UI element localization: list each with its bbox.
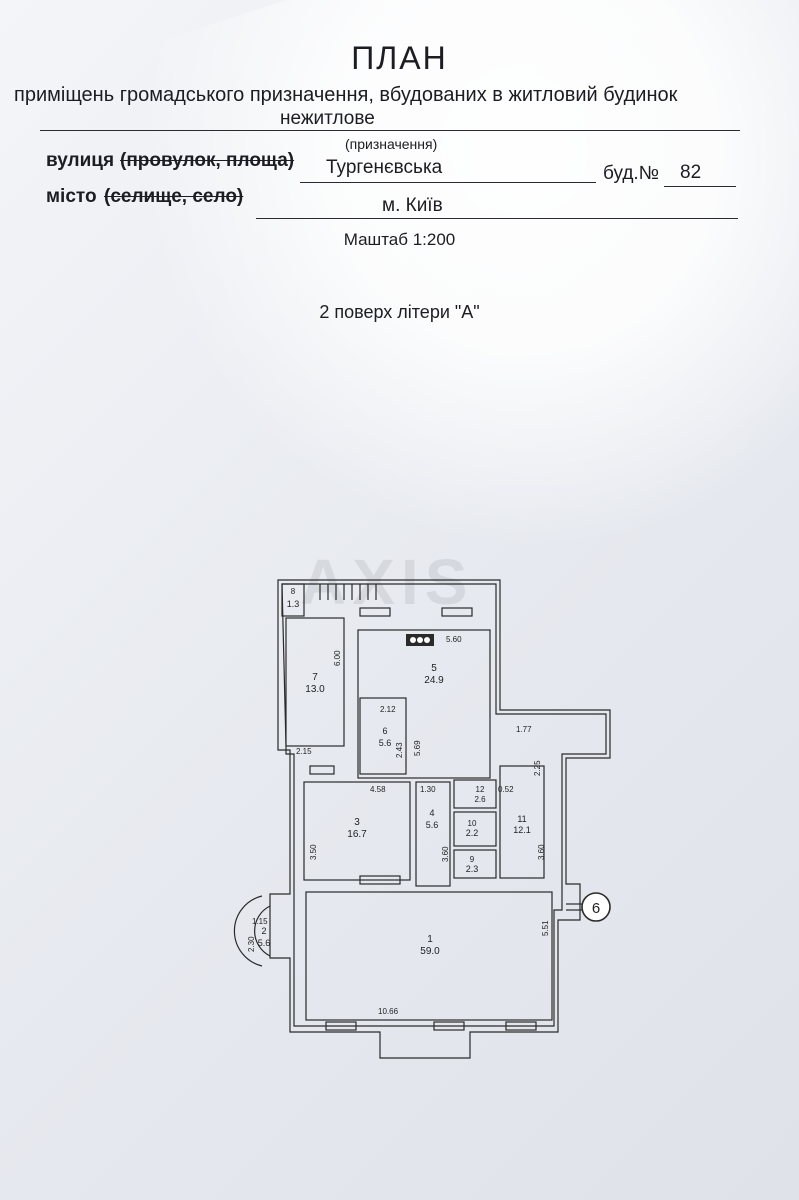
street-label: вулиця xyxy=(46,150,115,171)
room-3-number: 3 xyxy=(354,817,360,828)
plan-walls xyxy=(233,579,611,1059)
floor-plan: 6 1 59.0 2 5.6 3 16.7 4 5.6 5 24.9 6 5.6… xyxy=(233,579,611,1059)
dimension-label: 2.43 xyxy=(395,742,404,758)
dimension-label: 3.50 xyxy=(309,844,318,860)
room-1-area: 59.0 xyxy=(420,946,440,957)
dimension-label: 5.51 xyxy=(541,920,550,936)
dimension-label: 5.60 xyxy=(446,635,462,644)
room-10-area: 2.2 xyxy=(466,828,479,838)
purpose-value: нежитлове xyxy=(280,108,375,129)
dimension-label: 2.15 xyxy=(296,747,312,756)
room-7-number: 7 xyxy=(312,672,318,683)
street-underline xyxy=(300,182,596,183)
room-5-area: 24.9 xyxy=(424,675,444,686)
purpose-hint: (призначення) xyxy=(345,136,438,152)
room-1-number: 1 xyxy=(427,934,433,945)
building-underline xyxy=(664,186,736,187)
room-4-area: 5.6 xyxy=(426,820,439,830)
building-label: буд.№ xyxy=(603,163,660,184)
scale-text: Маштаб 1:200 xyxy=(343,230,456,249)
room-11-number: 11 xyxy=(517,814,526,824)
city-label: місто xyxy=(46,186,97,207)
city-strike-text: (селище, село) xyxy=(104,186,244,207)
stove-icon xyxy=(406,634,434,646)
dimension-label: 3.60 xyxy=(441,846,450,862)
room-8-number: 8 xyxy=(291,587,296,596)
room-9-number: 9 xyxy=(470,855,475,864)
watermark-logo: AXIS xyxy=(300,546,474,618)
floor-label: 2 поверх літери "А" xyxy=(319,302,480,322)
room-12-number: 12 xyxy=(476,785,485,794)
dimension-label: 1.15 xyxy=(252,917,268,926)
room-9-area: 2.3 xyxy=(466,864,479,874)
room-12-area: 2.6 xyxy=(474,795,486,804)
room-2-area: 5.6 xyxy=(258,938,271,948)
purpose-underline xyxy=(40,130,740,131)
dimension-label: 5.69 xyxy=(413,740,422,756)
dimension-label: 1.30 xyxy=(420,785,436,794)
dimension-label: 2.12 xyxy=(380,705,396,714)
dimension-label: 2.30 xyxy=(247,936,256,952)
room-11-area: 12.1 xyxy=(513,825,531,835)
city-value: м. Київ xyxy=(382,195,443,216)
dimension-label: 3.60 xyxy=(537,844,546,860)
axis-marker-label: 6 xyxy=(592,900,600,917)
room-8-area: 1.3 xyxy=(287,599,300,609)
dimension-label: 0.52 xyxy=(498,785,514,794)
dimension-label: 1.77 xyxy=(516,725,532,734)
room-5-number: 5 xyxy=(431,663,437,674)
room-3-area: 16.7 xyxy=(347,829,367,840)
room-6-number: 6 xyxy=(382,726,387,736)
dimension-label: 6.00 xyxy=(333,650,342,666)
street-strike-text: (провулок, площа) xyxy=(120,150,295,171)
axis-marker-circle xyxy=(581,892,611,922)
document-subtitle: приміщень громадського призначення, вбуд… xyxy=(14,84,678,106)
room-6-area: 5.6 xyxy=(379,738,392,748)
document-title: ПЛАН xyxy=(351,40,448,76)
room-2-number: 2 xyxy=(261,926,266,936)
dimension-label: 4.58 xyxy=(370,785,386,794)
dimension-label: 2.25 xyxy=(533,760,542,776)
building-value: 82 xyxy=(680,162,702,183)
dimension-label: 10.66 xyxy=(378,1007,399,1016)
room-4-number: 4 xyxy=(429,808,434,818)
room-10-number: 10 xyxy=(468,819,477,828)
city-underline xyxy=(256,218,738,219)
room-7-area: 13.0 xyxy=(305,684,325,695)
street-value: Тургенєвська xyxy=(326,157,443,178)
